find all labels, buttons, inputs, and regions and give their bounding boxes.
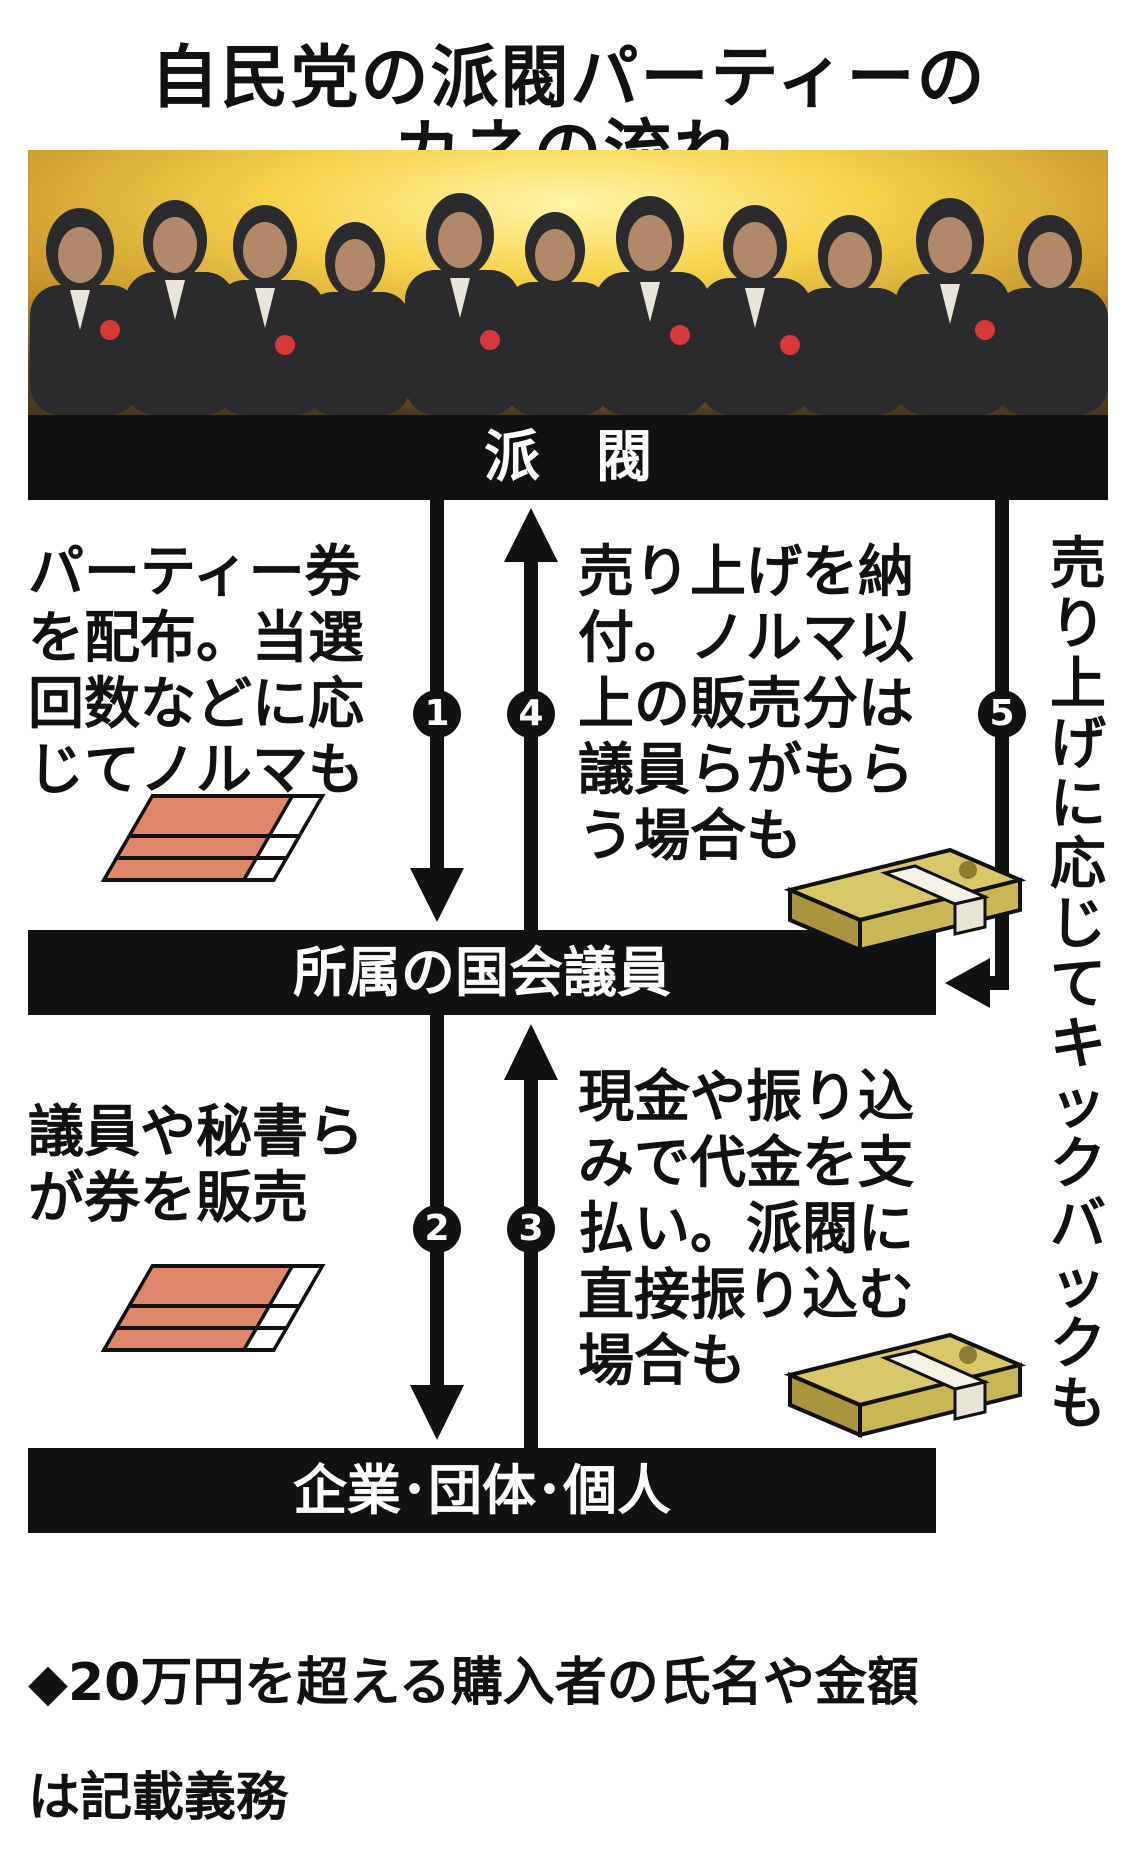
ticket-stack-1 <box>100 794 326 882</box>
money-bundle-1 <box>783 847 1027 954</box>
arrow-1 <box>410 500 464 922</box>
step-3-text: 現金や振り込 みで代金を支 払い。派閥に 直接振り込む 場合も <box>578 1065 914 1394</box>
arrow-4 <box>504 508 558 930</box>
arrow-3 <box>504 1024 558 1448</box>
crowd-photo <box>28 150 1108 415</box>
footer-line-2: は記載義務 <box>28 1768 289 1828</box>
step-5-text: 売り上げに応じてキックバックも <box>1050 532 1106 1437</box>
arrow-2 <box>410 1015 464 1440</box>
donors-label: 企業･団体･個人 <box>293 1459 671 1522</box>
money-bundle-2 <box>783 1332 1027 1439</box>
faction-bar <box>28 415 1108 500</box>
faction-label: 派 閥 <box>484 425 652 490</box>
step-4-badge: 4 <box>507 690 555 738</box>
lawmaker-label: 所属の国会議員 <box>293 941 671 1004</box>
ticket-stack-2 <box>100 1264 326 1352</box>
step-1-badge: 1 <box>413 690 461 738</box>
step-5-badge: 5 <box>978 690 1026 738</box>
donors-bar <box>28 1448 936 1533</box>
lawmaker-bar <box>28 930 936 1015</box>
step-3-badge: 3 <box>507 1205 555 1253</box>
step-1-text: パーティー券 を配布。当選 回数などに応 じてノルマも <box>28 540 364 803</box>
footer-line-1: ◆20万円を超える購入者の氏名や金額 <box>28 1653 919 1713</box>
step-2-badge: 2 <box>413 1205 461 1253</box>
step-2-text: 議員や秘書ら が券を販売 <box>28 1100 364 1231</box>
title-line-1: 自民党の派閥パーティーの <box>150 39 987 118</box>
step-4-text: 売り上げを納 付。ノルマ以 上の販売分は 議員らがもら う場合も <box>578 540 914 869</box>
arrow-5 <box>945 500 1009 1008</box>
